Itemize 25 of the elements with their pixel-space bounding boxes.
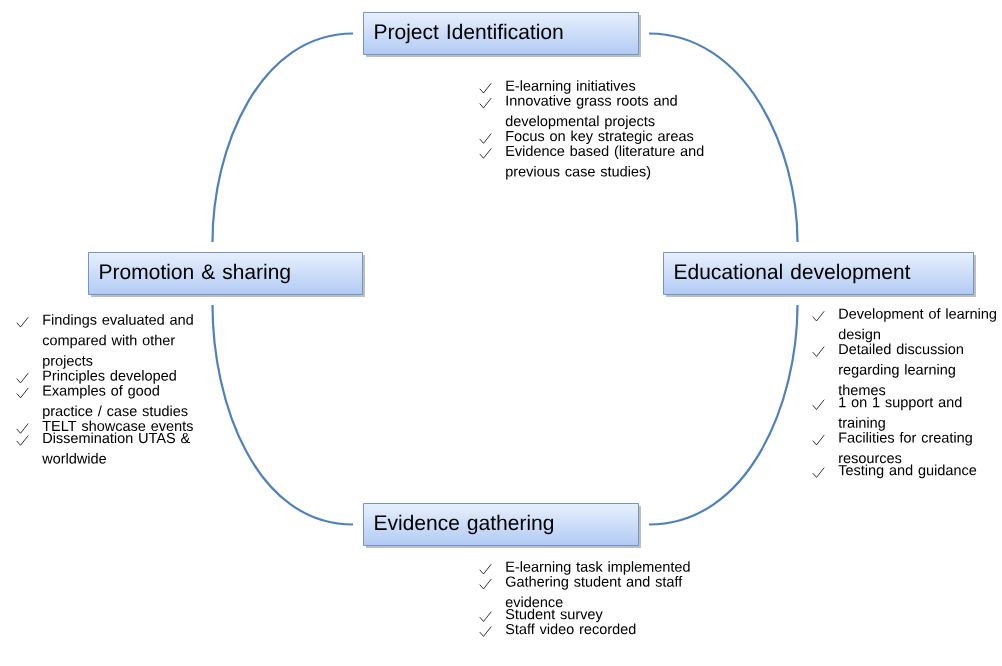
checklist-item: Facilities for creating resources — [812, 432, 972, 464]
checklist-item: E-learning task implemented — [479, 561, 690, 575]
checklist-item: 1 on 1 support and training — [812, 396, 962, 431]
stage-box: Project Identification — [363, 12, 639, 55]
checklist-item: Principles developed — [16, 370, 176, 384]
checklist-item: Staff video recorded — [479, 623, 636, 637]
checklist-item: Examples of good practice / case studies — [16, 385, 188, 420]
checklist-item: Findings evaluated and compared with other projects — [16, 314, 193, 369]
checklist-item: Focus on key strategic areas — [479, 130, 694, 145]
checklist-item: Innovative grass roots and developmental projects — [479, 95, 677, 130]
checklist-item: Gathering student and staff evidence — [479, 576, 683, 608]
checklist-item: E-learning initiatives — [479, 80, 636, 94]
checklist-item: Testing and guidance — [812, 464, 977, 479]
checklist-item: Detailed discussion regarding learning themes — [812, 343, 963, 396]
checklist-item: Evidence based (literature and previous case studies) — [479, 145, 704, 180]
stage-box: Educational development — [663, 252, 974, 295]
checklist-item: Development of learning design — [812, 308, 996, 343]
connector-arc — [211, 32, 354, 243]
stage-box: Promotion & sharing — [88, 252, 363, 295]
checklist-item: Student survey — [479, 608, 603, 623]
checklist-item: Dissemination UTAS & worldwide — [16, 432, 190, 464]
connector-arc — [211, 304, 354, 526]
stage-box: Evidence gathering — [363, 503, 639, 546]
connector-arc — [648, 32, 799, 243]
connector-arc — [648, 304, 799, 526]
